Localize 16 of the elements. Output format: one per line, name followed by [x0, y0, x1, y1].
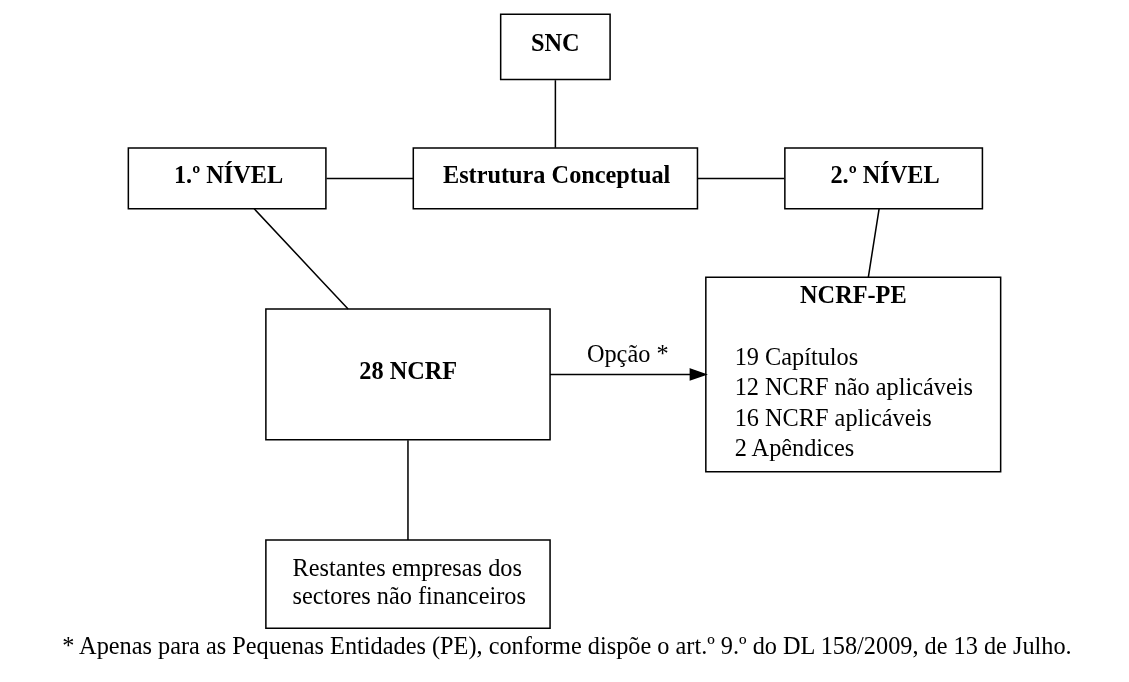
connector — [253, 208, 349, 310]
connector — [696, 177, 785, 180]
caption: * Apenas para as Pequenas Entidades (PE), conforme dispõe o art.º 9.º do DL 158/2009, de 13 de Julho. — [62, 631, 1072, 659]
arrow — [549, 368, 708, 381]
node-box: SNC — [499, 13, 611, 81]
edge-label: Opção * — [586, 339, 669, 367]
node-box: NCRF-PE 19 Capítulos 12 NCRF não aplicáveis 16 NCRF aplicáveis 2 Apêndices — [705, 276, 1002, 473]
connector — [407, 439, 409, 541]
connector — [325, 177, 414, 180]
node-box: Restantes empresas dos sectores não financeiros — [265, 539, 551, 629]
node-box: 1.º NÍVEL — [127, 147, 327, 210]
connector — [867, 208, 880, 278]
node-box: 28 NCRF — [265, 308, 551, 441]
node-box: Estrutura Conceptual — [412, 147, 699, 210]
connector — [554, 79, 557, 149]
node-box: 2.º NÍVEL — [784, 147, 984, 210]
